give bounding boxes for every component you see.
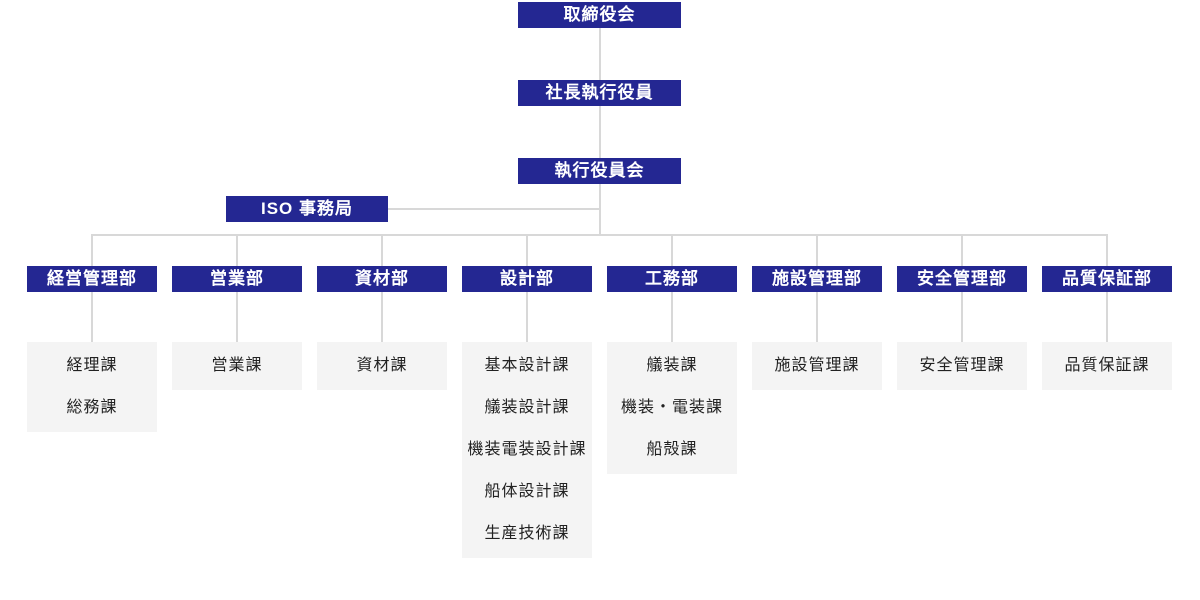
connector-line: [236, 292, 238, 342]
section-item: 安全管理課: [919, 357, 1005, 374]
section-box: 営業課: [172, 342, 302, 390]
section-box: 施設管理課: [752, 342, 882, 390]
dept-box: 工務部: [607, 266, 737, 292]
dept-column: 経営管理部 経理課総務課: [27, 236, 157, 600]
connector-line: [91, 292, 93, 342]
node-board-of-directors: 取締役会: [518, 2, 681, 28]
connector-line: [816, 236, 818, 266]
section-box: 安全管理課: [897, 342, 1027, 390]
connector-line: [91, 236, 93, 266]
dept-box: 安全管理部: [897, 266, 1027, 292]
dept-column: 資材部 資材課: [317, 236, 447, 600]
connector-line: [381, 236, 383, 266]
node-president-executive-officer: 社長執行役員: [518, 80, 681, 106]
section-item: 品質保証課: [1064, 357, 1150, 374]
section-item: 施設管理課: [774, 357, 860, 374]
section-item: 船体設計課: [484, 483, 570, 500]
connector-line: [526, 236, 528, 266]
dept-box: 経営管理部: [27, 266, 157, 292]
node-executive-officers-council: 執行役員会: [518, 158, 681, 184]
connector-line: [961, 292, 963, 342]
dept-column: 品質保証部 品質保証課: [1042, 236, 1172, 600]
section-item: 営業課: [211, 357, 263, 374]
section-item: 船殻課: [646, 441, 698, 458]
connector-line: [91, 234, 1108, 236]
dept-box: 資材部: [317, 266, 447, 292]
section-box: 基本設計課艤装設計課機装電装設計課船体設計課生産技術課: [462, 342, 592, 558]
connector-line: [1106, 292, 1108, 342]
connector-line: [671, 292, 673, 342]
connector-line: [388, 208, 600, 210]
dept-column: 工務部 艤装課機装・電装課船殻課: [607, 236, 737, 600]
section-item: 総務課: [66, 399, 118, 416]
connector-line: [599, 28, 601, 80]
dept-column: 営業部 営業課: [172, 236, 302, 600]
section-item: 生産技術課: [484, 525, 570, 542]
section-box: 艤装課機装・電装課船殻課: [607, 342, 737, 474]
section-box: 品質保証課: [1042, 342, 1172, 390]
connector-line: [599, 106, 601, 158]
section-box: 資材課: [317, 342, 447, 390]
connector-line: [671, 236, 673, 266]
connector-line: [816, 292, 818, 342]
section-item: 機装・電装課: [620, 399, 723, 416]
connector-line: [1106, 236, 1108, 266]
section-box: 経理課総務課: [27, 342, 157, 432]
section-item: 艤装設計課: [484, 399, 570, 416]
dept-column: 施設管理部 施設管理課: [752, 236, 882, 600]
dept-column: 設計部 基本設計課艤装設計課機装電装設計課船体設計課生産技術課: [462, 236, 592, 600]
connector-line: [599, 184, 601, 236]
node-iso-secretariat: ISO 事務局: [226, 196, 388, 222]
dept-box: 営業部: [172, 266, 302, 292]
section-item: 資材課: [356, 357, 408, 374]
connector-line: [236, 236, 238, 266]
dept-column: 安全管理部 安全管理課: [897, 236, 1027, 600]
dept-box: 品質保証部: [1042, 266, 1172, 292]
connector-line: [526, 292, 528, 342]
connector-line: [961, 236, 963, 266]
dept-box: 設計部: [462, 266, 592, 292]
section-item: 経理課: [66, 357, 118, 374]
dept-box: 施設管理部: [752, 266, 882, 292]
section-item: 機装電装設計課: [467, 441, 587, 458]
section-item: 艤装課: [646, 357, 698, 374]
connector-line: [381, 292, 383, 342]
section-item: 基本設計課: [484, 357, 570, 374]
